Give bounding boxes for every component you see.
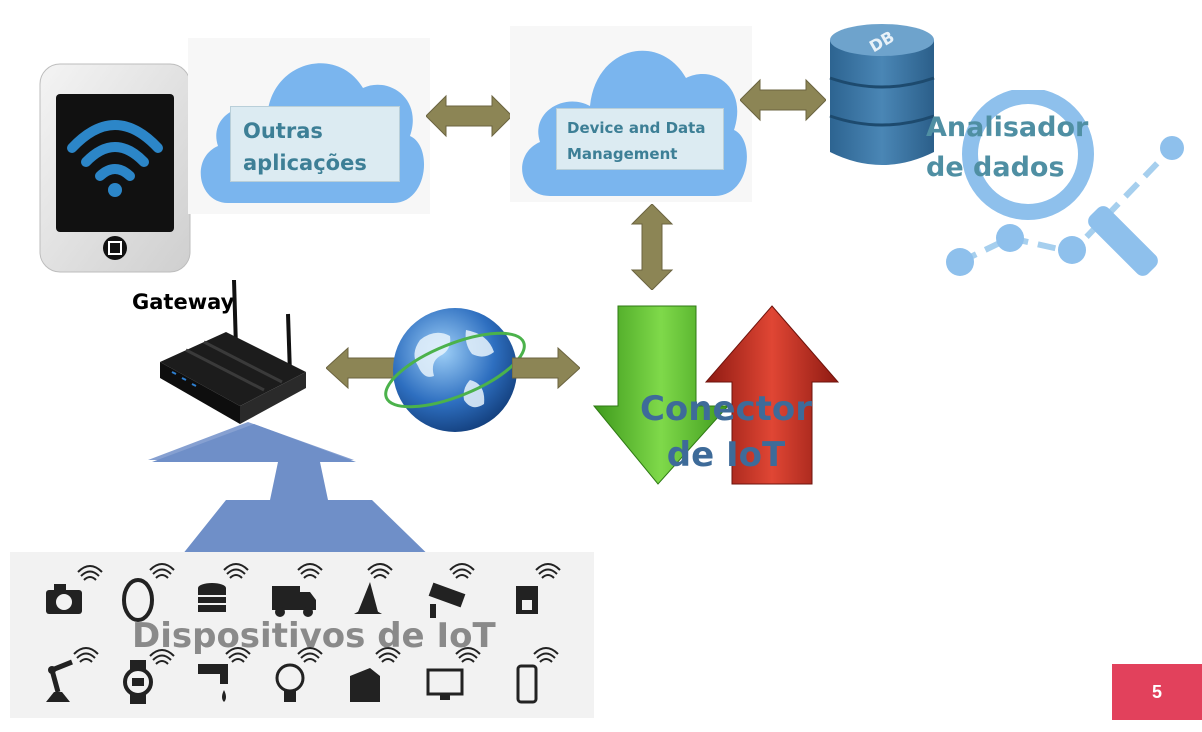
globe-icon [384,308,526,432]
red-up-arrow-icon [704,305,840,485]
mixer-icon [350,647,401,702]
robot-arm-icon [46,647,99,702]
gateway-label: Gateway [132,290,235,314]
truck-icon [272,563,323,617]
double-arrow-vertical [630,204,674,290]
double-arrow-horizontal [740,78,826,122]
magnifier-chart-icon [946,90,1184,276]
router-icon [160,279,306,424]
database-icon: DB [829,24,935,165]
analyzer-label: Analisador de dados [926,112,1089,183]
page-number-badge: 5 [1112,664,1202,720]
double-arrow-horizontal [426,94,512,138]
coffee-machine-icon [516,563,561,614]
green-down-arrow-icon [592,305,730,485]
other-apps-label: Outras aplicações [230,106,400,182]
connector-label: Conector de IoT [639,389,813,475]
arrow-up-large [148,422,444,570]
rocket-icon [354,563,393,614]
coins-icon [198,563,249,612]
arrow-right [512,346,580,390]
arrow-left [326,346,396,390]
cctv-icon [428,563,475,618]
smartphone-icon [516,647,559,704]
devices-icon-grid [46,563,561,704]
smartwatch-icon [123,649,175,704]
monitor-icon [426,647,481,700]
device-mgmt-label: Device and Data Management [556,108,724,170]
devices-label: Dispositivos de IoT [132,616,496,656]
faucet-icon [198,647,251,702]
ring-icon [122,563,175,622]
camera-icon [46,565,103,614]
phone-wifi-icon [39,63,191,273]
devices-panel [10,552,594,718]
lightbulb-icon [275,647,323,702]
